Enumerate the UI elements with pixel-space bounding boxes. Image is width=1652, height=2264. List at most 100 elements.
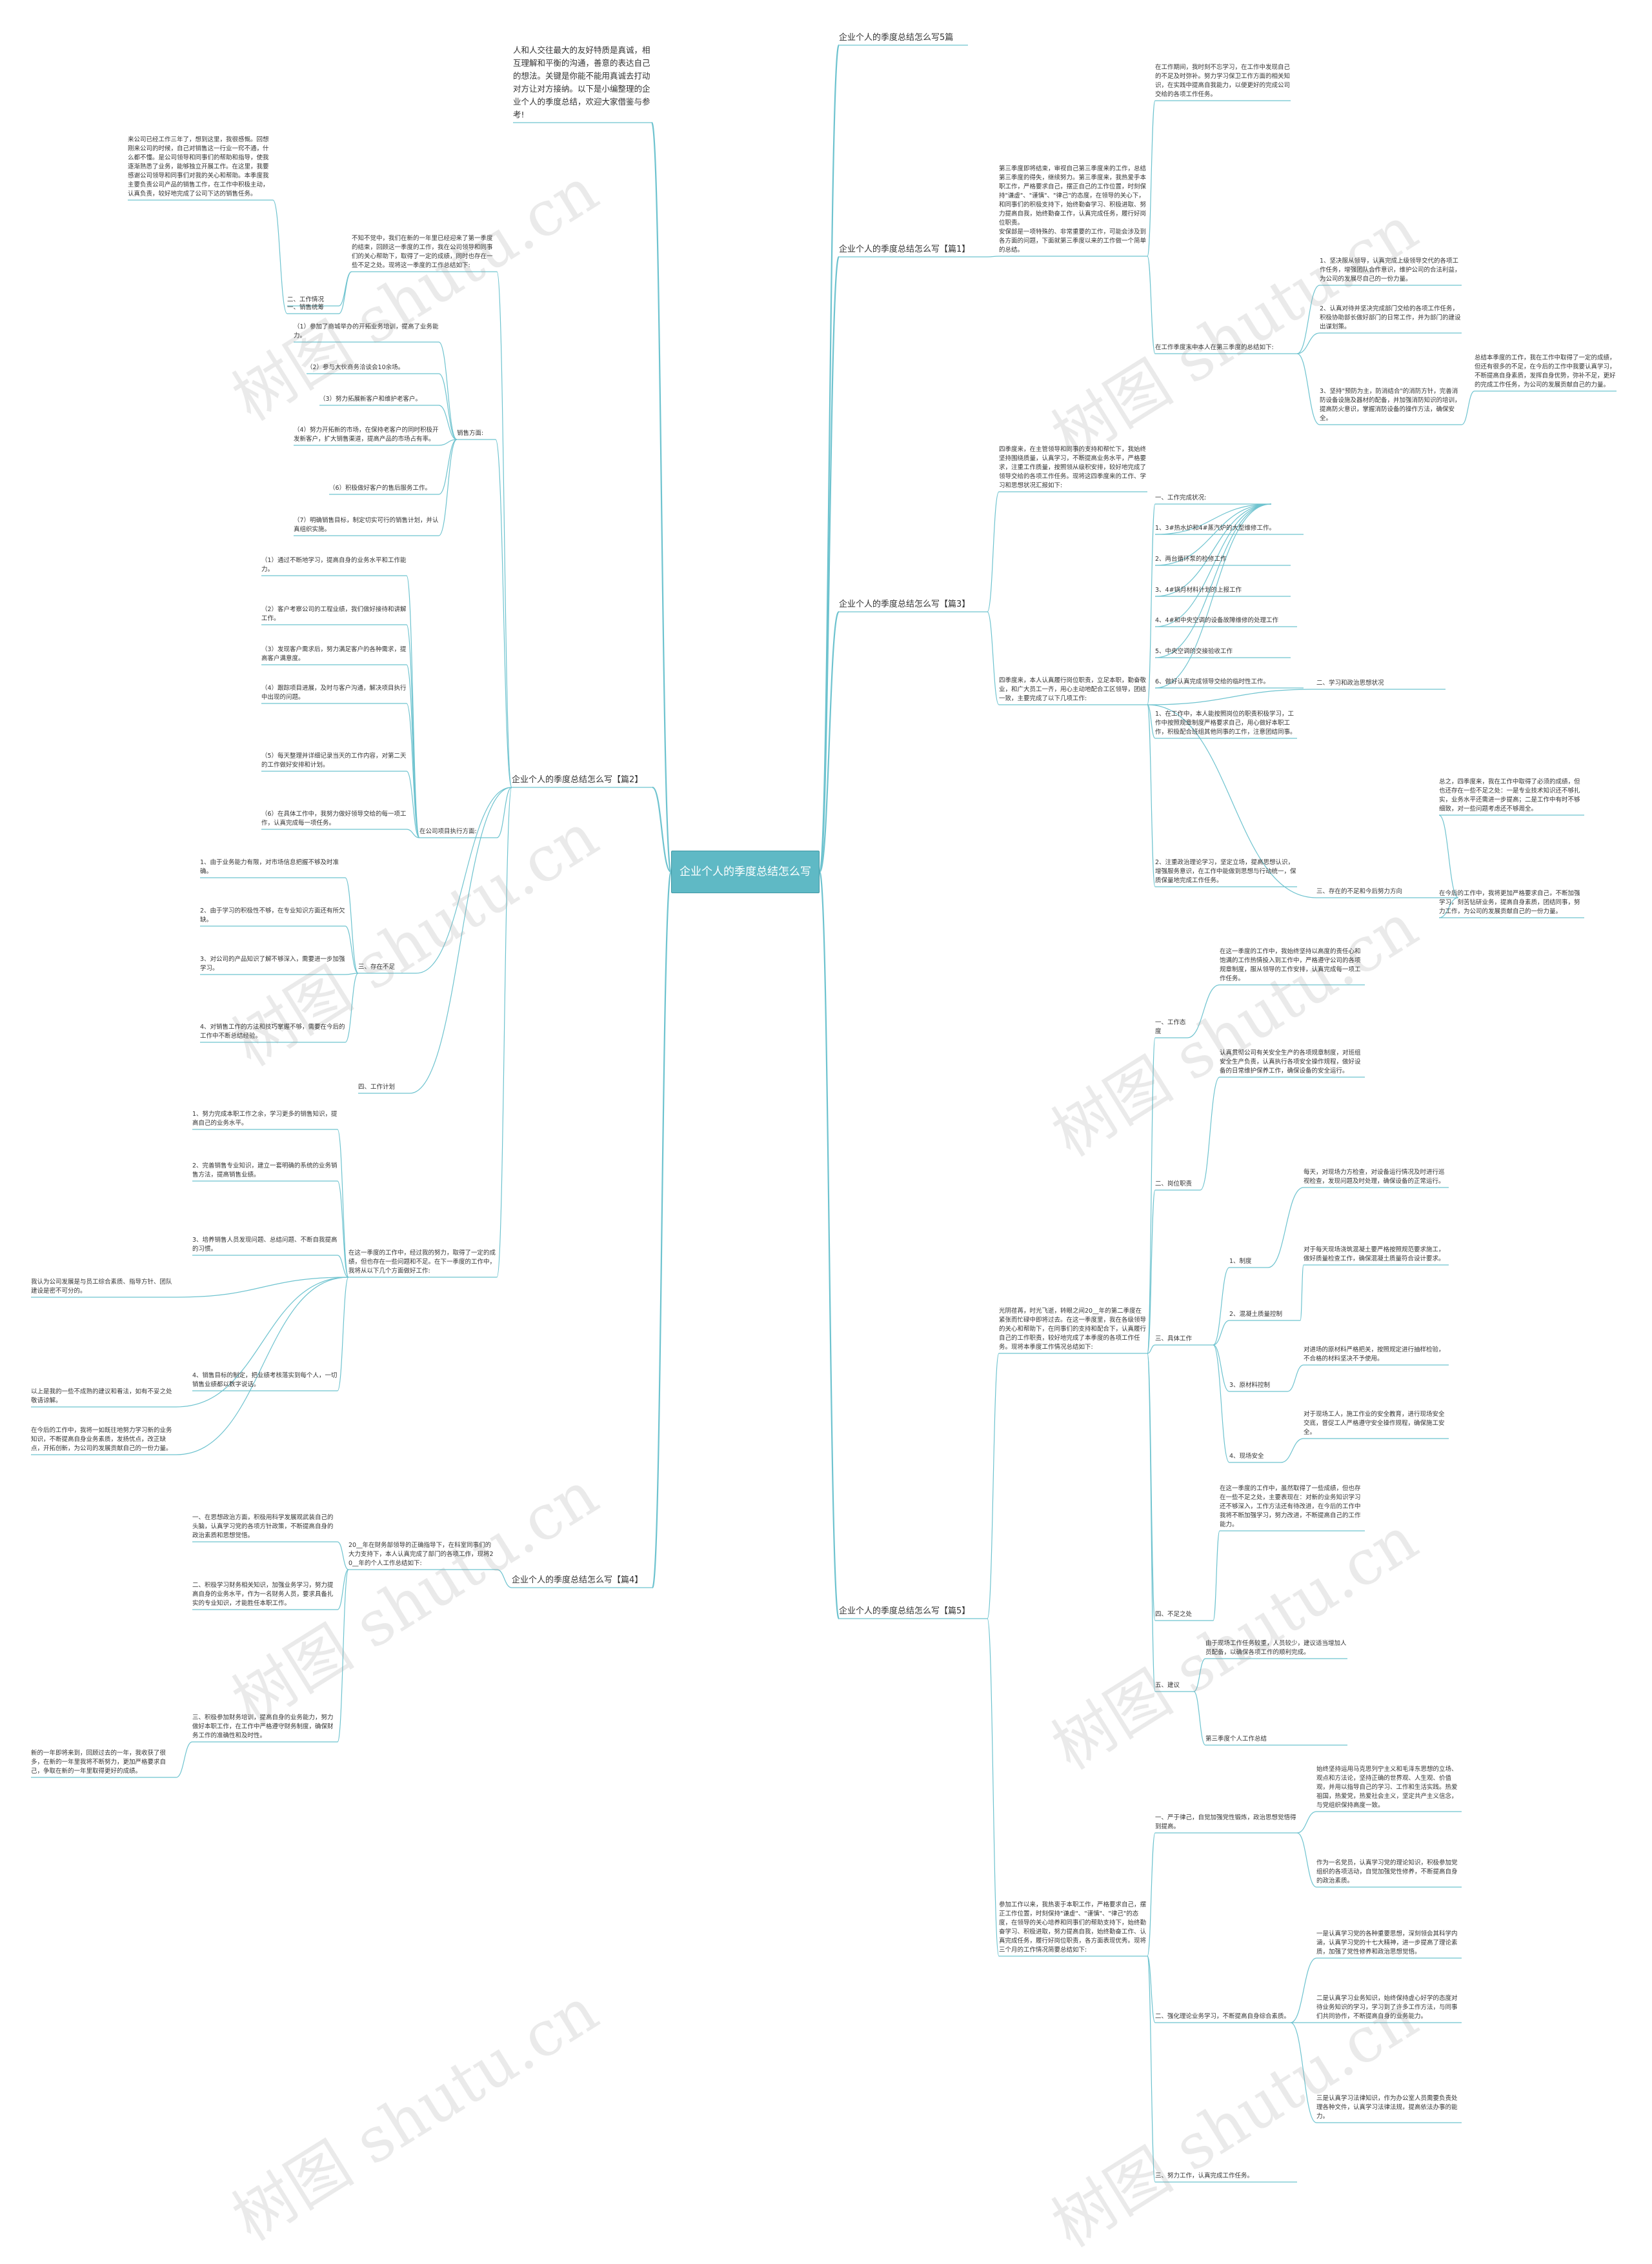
- node-p2b[interactable]: 一、销售统筹: [287, 304, 325, 311]
- node-p1g[interactable]: 总结本季度的工作，我在工作中取得了一定的成绩，但还有很多的不足，在今后的工作中我…: [1475, 354, 1616, 389]
- node-p3d5[interactable]: 5、中央空调的交接验收工作: [1155, 648, 1233, 655]
- node-r4[interactable]: 企业个人的季度总结怎么写【篇5】: [839, 1606, 971, 1616]
- node-p2g[interactable]: 四、工作计划: [358, 1084, 396, 1091]
- node-p3e2[interactable]: 2、注重政治理论学习，坚定立场，提高思想认识，增强服务意识，在工作中能做到思想与…: [1155, 859, 1296, 884]
- node-p2k[interactable]: 在今后的工作中，我将一如既往地努力学习新的业务知识，不断提高自身业务素质，发扬优…: [31, 1427, 172, 1452]
- node-p3f2[interactable]: 在今后的工作中，我将更加严格要求自己，不断加强学习，刻苦钻研业务，提高自身素质，…: [1439, 890, 1580, 915]
- node-p2a[interactable]: 不知不觉中，我们在新的一年里已经迎来了第一季度的结束，回顾这一季度的工作，我在公…: [352, 235, 493, 269]
- node-p4b[interactable]: 一、在思想政治方面，积极用科学发展观武装自己的头脑，认真学习党的各项方针政策，不…: [192, 1514, 334, 1539]
- node-p5d1[interactable]: 1、制度: [1229, 1258, 1252, 1265]
- node-p2d3[interactable]: （3）努力拓展新客户和维护老客户。: [319, 396, 422, 403]
- node-p2e2[interactable]: （2）客户考察公司的工程业绩，我们做好接待和讲解工作。: [261, 606, 407, 622]
- node-p3d2[interactable]: 2、两台循环泵的检修工作: [1155, 556, 1227, 563]
- node-p3d1[interactable]: 1、3#热水炉和4#蒸汽炉的大型维修工作。: [1155, 525, 1276, 532]
- node-p5h[interactable]: 参加工作以来，我热衷于本职工作，严格要求自己，摆正工作位置，时刻保持"谦虚"、"…: [999, 1901, 1147, 1954]
- node-l2[interactable]: 企业个人的季度总结怎么写【篇4】: [512, 1575, 643, 1585]
- node-p5b[interactable]: 一、工作态度: [1155, 1019, 1186, 1035]
- node-p5b1[interactable]: 在这一季度的工作中，我始终坚持以高度的责任心和饱满的工作热情投入到工作中，严格遵…: [1220, 948, 1361, 982]
- node-p2j[interactable]: 以上是我的一些不成熟的建议和看法，如有不妥之处敬请谅解。: [31, 1388, 172, 1404]
- node-r2[interactable]: 企业个人的季度总结怎么写【篇1】: [839, 245, 971, 254]
- node-p5j2[interactable]: 二是认真学习业务知识，始终保持虚心好学的态度对待业务知识的学习，学习到了许多工作…: [1316, 1995, 1458, 2020]
- node-p3f1[interactable]: 总之，四季度来，我在工作中取得了必须的成绩，但也还存在一些不足之处：一是专业技术…: [1439, 778, 1580, 813]
- node-p2e3[interactable]: （3）发现客户需求后，努力满足客户的各种需求，提高客户满意度。: [261, 646, 407, 662]
- node-p2e[interactable]: 在公司项目执行方面:: [419, 828, 477, 835]
- node-p5j1[interactable]: 一是认真学习党的各种重要思想，深刻领会其科学内涵，认真学习党的十七大精神，进一步…: [1316, 1930, 1458, 1956]
- node-p5i2[interactable]: 作为一名党员，认真学习党的理论知识，积极参加党组织的各项活动，自觉加强党性修养，…: [1316, 1859, 1458, 1885]
- connector-p5d2: [1213, 1320, 1230, 1346]
- node-p5g[interactable]: 第三季度个人工作总结: [1205, 1735, 1267, 1743]
- node-p4c[interactable]: 二、积极学习财务相关知识，加强业务学习，努力提高自身的业务水平，作为一名财务人员…: [192, 1582, 334, 1607]
- node-r3[interactable]: 企业个人的季度总结怎么写【篇3】: [839, 600, 971, 609]
- node-p3a[interactable]: 四季度来，在主管领导和同事的支持和帮忙下，我始终坚持围绕质量，认真学习，不断提高…: [999, 446, 1147, 489]
- node-p5d1t[interactable]: 每天，对现场力方检查，对设备运行情况及时进行巡视检查，发现问题及时处理，确保设备…: [1304, 1169, 1445, 1185]
- node-p4e[interactable]: 新的一年即将来到，回顾过去的一年，我收获了很多，在新的一年里我将不断努力，更加严…: [31, 1750, 166, 1775]
- node-p2h3[interactable]: 3、培养销售人员发现问题、总结问题、不断自我提高的习惯。: [192, 1237, 337, 1253]
- node-p5a[interactable]: 光阴荏苒，时光飞逝，转眼之间20__年的第二季度在紧张而忙碌中即将过去。在这一季…: [999, 1308, 1147, 1351]
- node-p1f[interactable]: 3、坚持"预防为主，防消结合"的消防方针，完善消防设备设施及器材的配备，并加强消…: [1320, 388, 1461, 422]
- node-p5d[interactable]: 三、具体工作: [1155, 1335, 1193, 1342]
- node-p2i[interactable]: 我认为公司发展是与员工综合素质、指导方针、团队建设是密不可分的。: [31, 1279, 172, 1295]
- connector-p2e1: [406, 575, 420, 838]
- node-p2h[interactable]: 在这一季度的工作中，经过我的努力，取得了一定的成绩，但也存在一些问题和不足。在下…: [348, 1249, 496, 1275]
- node-p2e1[interactable]: （1）通过不断地学习，提高自身的业务水平和工作能力。: [261, 557, 407, 573]
- node-p4d[interactable]: 三、积极参加财务培训，提高自身的业务能力，努力做好本职工作，在工作中严格遵守财务…: [192, 1714, 334, 1739]
- node-l1[interactable]: 企业个人的季度总结怎么写【篇2】: [512, 775, 643, 785]
- node-r1[interactable]: 企业个人的季度总结怎么写5篇: [839, 33, 954, 43]
- node-p1d[interactable]: 1、坚决服从领导，认真完成上级领导交代的各项工作任务，增强团队合作意识，维护公司…: [1320, 258, 1461, 283]
- node-p2f4[interactable]: 4、对销售工作的方法和技巧掌握不够，需要在今后的工作中不断总结经验。: [200, 1024, 345, 1040]
- node-p2d1[interactable]: （1）参加了商城举办的开拓业务培训，提高了业务能力。: [294, 323, 439, 339]
- node-p2f1[interactable]: 1、由于业务能力有限，对市场信息把握不够及时准确。: [200, 859, 339, 875]
- node-p2f3[interactable]: 3、对公司的产品知识了解不够深入，需要进一步加强学习。: [200, 956, 345, 972]
- node-p5c[interactable]: 二、岗位职责: [1155, 1180, 1193, 1188]
- node-p2d4[interactable]: （4）努力开拓新的市场，在保持老客户的同时积极开发新客户，扩大销售渠道，提高产品…: [294, 427, 439, 443]
- node-p5d3t[interactable]: 对进场的原材料严格把关，按照规定进行抽样检验，不合格的材料坚决不予使用。: [1304, 1346, 1445, 1362]
- node-p5f1[interactable]: 由于现场工作任务较重，人员较少，建议适当增加人员配备，以确保各项工作的顺利完成。: [1205, 1640, 1347, 1656]
- node-p5f[interactable]: 五、建议: [1155, 1682, 1180, 1689]
- node-p5i1[interactable]: 始终坚持运用马克思列宁主义和毛泽东思想的立场、观点和方法论，坚持正确的世界观、人…: [1316, 1766, 1458, 1809]
- connector-p1c: [1147, 256, 1156, 354]
- node-p2e5[interactable]: （5）每天整理并详细记录当天的工作内容，对第二天的工作做好安排和计划。: [261, 753, 407, 769]
- node-p2e4[interactable]: （4）跟踪项目进展，及时与客户沟通，解决项目执行中出现的问题。: [261, 685, 407, 701]
- node-p2f[interactable]: 三、存在不足: [358, 964, 396, 971]
- node-p1a[interactable]: 第三季度即将结束，审视自己第三季度来的工作，总结第三季度的得失，继续努力。第三季…: [999, 165, 1147, 254]
- node-p3e[interactable]: 二、学习和政治思想状况: [1316, 680, 1384, 687]
- node-p5c1[interactable]: 认真贯彻公司有关安全生产的各项规章制度，对班组安全生产负责，认真执行各项安全操作…: [1220, 1049, 1361, 1075]
- node-p5i[interactable]: 一、严于律己，自觉加强党性锻炼，政治思想觉悟得到提高。: [1155, 1814, 1296, 1830]
- node-p5e[interactable]: 四、不足之处: [1155, 1611, 1193, 1618]
- node-p2d2[interactable]: （2）参与大伙商务洽谈会10余场。: [307, 364, 405, 371]
- node-p1e[interactable]: 2、认真对待并坚决完成部门交给的各项工作任务，积极协助部长做好部门的日常工作，并…: [1320, 305, 1461, 330]
- node-p4a[interactable]: 20__年在财务部领导的正确指导下，在科室同事们的大力支持下，本人认真完成了部门…: [348, 1542, 494, 1567]
- node-p5d3[interactable]: 3、原材料控制: [1229, 1382, 1271, 1389]
- node-p3e1[interactable]: 1、在工作中，本人能按照岗位的职责积极学习，工作中按照规章制度严格要求自己，用心…: [1155, 711, 1296, 736]
- node-p3c[interactable]: 一、工作完成状况:: [1155, 494, 1207, 501]
- node-p2h1[interactable]: 1、努力完成本职工作之余，学习更多的销售知识，提高自己的业务水平。: [192, 1111, 337, 1127]
- node-p5d4[interactable]: 4、现场安全: [1229, 1453, 1264, 1460]
- root-node[interactable]: 企业个人的季度总结怎么写: [671, 851, 820, 893]
- node-p2b1[interactable]: 来公司已经工作三年了，想到这里，我很感慨。回想刚来公司的时候，自己对销售这一行业…: [128, 136, 269, 197]
- node-p5k[interactable]: 三、努力工作，认真完成工作任务。: [1155, 2172, 1254, 2179]
- node-p3d3[interactable]: 3、4#锅月材料计划的上报工作: [1155, 587, 1242, 594]
- connector-p5d1: [1213, 1267, 1230, 1346]
- node-p2e6[interactable]: （6）在具体工作中，我努力做好领导交给的每一项工作，认真完成每一项任务。: [261, 811, 407, 827]
- node-p2d6[interactable]: （7）明确销售目标，制定切实可行的销售计划，并认真组织实施。: [294, 517, 439, 533]
- node-p5e1[interactable]: 在这一季度的工作中，虽然取得了一些成绩，但也存在一些不足之处，主要表现在：对新的…: [1220, 1485, 1361, 1528]
- node-p3f[interactable]: 三、存在的不足和今后努力方向: [1316, 888, 1403, 895]
- node-p5d2t[interactable]: 对于每天现场浇筑混凝土要严格按照规范要求施工，做好质量检查工作，确保混凝土质量符…: [1304, 1246, 1445, 1262]
- node-p5j[interactable]: 二、强化理论业务学习，不断提高自身综合素质。: [1155, 2013, 1291, 2020]
- node-p2d[interactable]: 销售方面:: [457, 430, 484, 437]
- node-p2h2[interactable]: 2、完善销售专业知识，建立一套明确的系统的业务销售方法，提高销售业绩。: [192, 1162, 337, 1178]
- node-p3b[interactable]: 四季度来，本人认真履行岗位职责，立足本职，勤奋敬业，和广大员工一齐，用心主动地配…: [999, 677, 1147, 702]
- node-p5d2[interactable]: 2、混凝土质量控制: [1229, 1311, 1283, 1318]
- connector-p2h1: [337, 1129, 349, 1278]
- node-p3d4[interactable]: 4、4#和中央空调的设备故障维修的处理工作: [1155, 617, 1279, 624]
- node-p3d6[interactable]: 6、做好认真完成领导交给的临时性工作。: [1155, 678, 1270, 685]
- node-intro[interactable]: 人和人交往最大的友好特质是真诚，相互理解和平衡的沟通，善意的表达自己的想法。关键…: [513, 45, 650, 119]
- node-p2f2[interactable]: 2、由于学习的积极性不够，在专业知识方面还有所欠缺。: [200, 907, 345, 924]
- node-p2h4[interactable]: 4、销售目标的制定，把业绩考核落实到每个人，一切销售业绩都以数字说话。: [192, 1372, 337, 1388]
- node-p2d5[interactable]: （6）积极做好客户的售后服务工作。: [329, 485, 432, 492]
- node-p2c[interactable]: 二、工作情况: [287, 296, 325, 303]
- node-p1b[interactable]: 在工作期间，我时刻不忘学习，在工作中发现自己的不足及时弥补。努力学习保卫工作方面…: [1155, 64, 1291, 98]
- node-p1c[interactable]: 在工作季度末中本人在第三季度的总结如下:: [1155, 344, 1274, 351]
- node-p5j3[interactable]: 三是认真学习法律知识，作为办公室人员需要负责处理各种文件，认真学习法律法规，提高…: [1316, 2095, 1458, 2120]
- node-p5d4t[interactable]: 对于现场工人，施工作业的安全教育，进行现场安全交底，督促工人严格遵守安全操作规程…: [1304, 1411, 1445, 1436]
